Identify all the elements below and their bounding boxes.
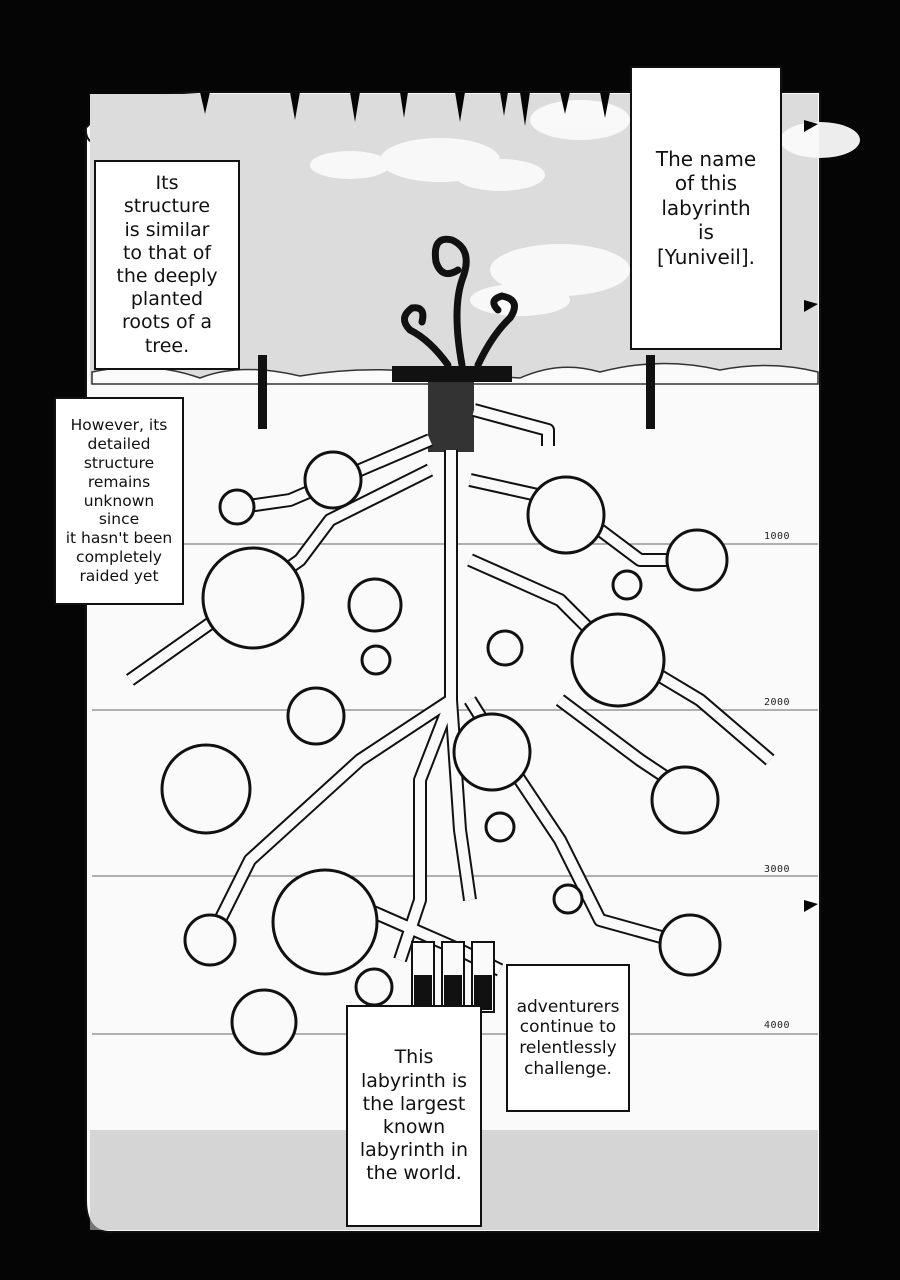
depth-marker-1000: 1000 (764, 531, 791, 542)
chamber (230, 988, 298, 1056)
chamber (303, 450, 363, 510)
chamber (665, 528, 729, 592)
chamber (526, 475, 606, 555)
caption-largest-labyrinth: This labyrinth is the largest known laby… (346, 1005, 482, 1227)
chamber (347, 577, 403, 633)
ground-line (91, 362, 819, 385)
tree-entrance (401, 235, 518, 369)
chamber (570, 612, 666, 708)
chamber (286, 686, 346, 746)
chamber (452, 712, 532, 792)
chamber (552, 883, 584, 915)
caption-adventurers: adventurers continue to relentlessly cha… (506, 964, 630, 1112)
chamber (611, 569, 643, 601)
depth-marker-2000: 2000 (764, 697, 791, 708)
chamber (271, 868, 379, 976)
entrance-shaft (428, 382, 474, 452)
fence-post (646, 355, 655, 429)
chamber (218, 488, 256, 526)
chambers (160, 450, 729, 1056)
fence-post (258, 355, 267, 429)
chamber (658, 913, 722, 977)
chamber (360, 644, 392, 676)
deep-shafts (411, 941, 495, 1013)
depth-marker-3000: 3000 (764, 864, 791, 875)
caption-structure: Its structure is similar to that of the … (94, 160, 240, 370)
caption-unknown-structure: However, its detailed structure remains … (54, 397, 184, 605)
chamber (650, 765, 720, 835)
depth-marker-4000: 4000 (764, 1020, 791, 1031)
caption-labyrinth-name: The name of this labyrinth is [Yuniveil]… (630, 66, 782, 350)
chamber (486, 629, 524, 667)
torn-edge-spikes (200, 92, 818, 912)
chamber (201, 546, 305, 650)
chamber (183, 913, 237, 967)
clouds (310, 100, 860, 316)
chamber (354, 967, 394, 1007)
tree-base-block (392, 366, 512, 382)
chamber (484, 811, 516, 843)
chamber (160, 743, 252, 835)
